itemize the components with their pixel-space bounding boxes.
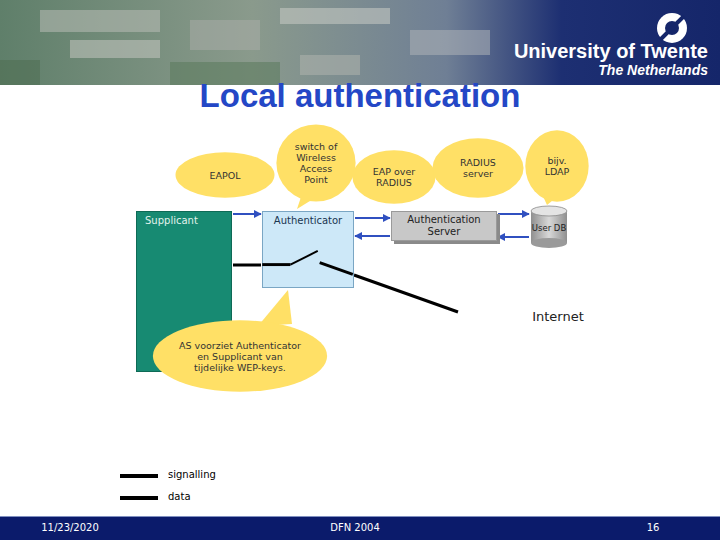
node-label: Internet — [532, 309, 584, 325]
signalling-arrow — [355, 235, 390, 237]
footer-rule — [0, 516, 720, 517]
node-label: User DB — [530, 223, 568, 233]
node-label: EAPOL — [189, 170, 261, 181]
node-label: Supplicant — [145, 214, 198, 227]
node-text-group: Authentication Server — [396, 214, 492, 238]
country-name: The Netherlands — [480, 62, 708, 78]
callout-bubble: RADIUS server — [432, 138, 524, 198]
node-label: Authentication Server — [396, 214, 492, 238]
node-text-group: EAP over RADIUS — [364, 166, 424, 188]
header-banner — [0, 0, 720, 85]
signalling-arrow — [498, 213, 529, 215]
footer-date: 11/23/2020 — [30, 521, 110, 535]
signalling-arrow — [233, 213, 261, 215]
node-label: AS voorziet Authenticator en Supplicant … — [177, 340, 304, 373]
legend-text: data — [168, 490, 191, 504]
node-text-group: EAPOL — [189, 170, 261, 181]
callout-bubble: bijv. LDAP — [525, 130, 589, 202]
legend-sample-line — [120, 496, 158, 500]
signalling-arrow — [498, 236, 529, 238]
data-connection — [233, 264, 261, 267]
callout-tail — [258, 290, 292, 326]
node-label: switch of Wireless Access Point — [287, 141, 345, 185]
node-text-group: Authenticator — [274, 214, 342, 227]
node-text-group: Supplicant — [145, 214, 198, 227]
callout-bubble: switch of Wireless Access Point — [276, 124, 356, 202]
callout-bubble: EAPOL — [175, 152, 275, 198]
data-connection — [354, 275, 458, 312]
node-text-group: switch of Wireless Access Point — [287, 141, 345, 185]
campus-buildings — [0, 8, 490, 85]
server-box: Authentication Server — [391, 211, 497, 241]
signalling-arrow — [355, 217, 390, 219]
node-text-group: bijv. LDAP — [534, 155, 580, 177]
footer-bar — [0, 516, 720, 540]
legend-text: signalling — [168, 468, 216, 482]
university-name: University of Twente — [420, 40, 708, 62]
node-label: bijv. LDAP — [534, 155, 580, 177]
node-label: RADIUS server — [445, 157, 511, 179]
callout-bubble: EAP over RADIUS — [352, 150, 436, 204]
node-text-group: RADIUS server — [445, 157, 511, 179]
slide-title: Local authentication — [0, 76, 720, 116]
internet-cloud: Internet — [430, 288, 686, 346]
university-emblem — [657, 13, 687, 43]
node-label: Authenticator — [274, 214, 342, 227]
authenticator-box: Authenticator — [262, 211, 354, 288]
node-label: EAP over RADIUS — [364, 166, 424, 188]
callout-bubble: AS voorziet Authenticator en Supplicant … — [152, 320, 328, 392]
node-text-group: AS voorziet Authenticator en Supplicant … — [177, 340, 304, 373]
node-text-group: Internet — [532, 309, 584, 325]
node-text-group: User DB — [530, 223, 568, 233]
page-number: 16 — [630, 521, 676, 535]
legend-sample-line — [120, 474, 158, 478]
footer-event: DFN 2004 — [300, 521, 410, 535]
database-cylinder: User DB — [530, 205, 568, 249]
